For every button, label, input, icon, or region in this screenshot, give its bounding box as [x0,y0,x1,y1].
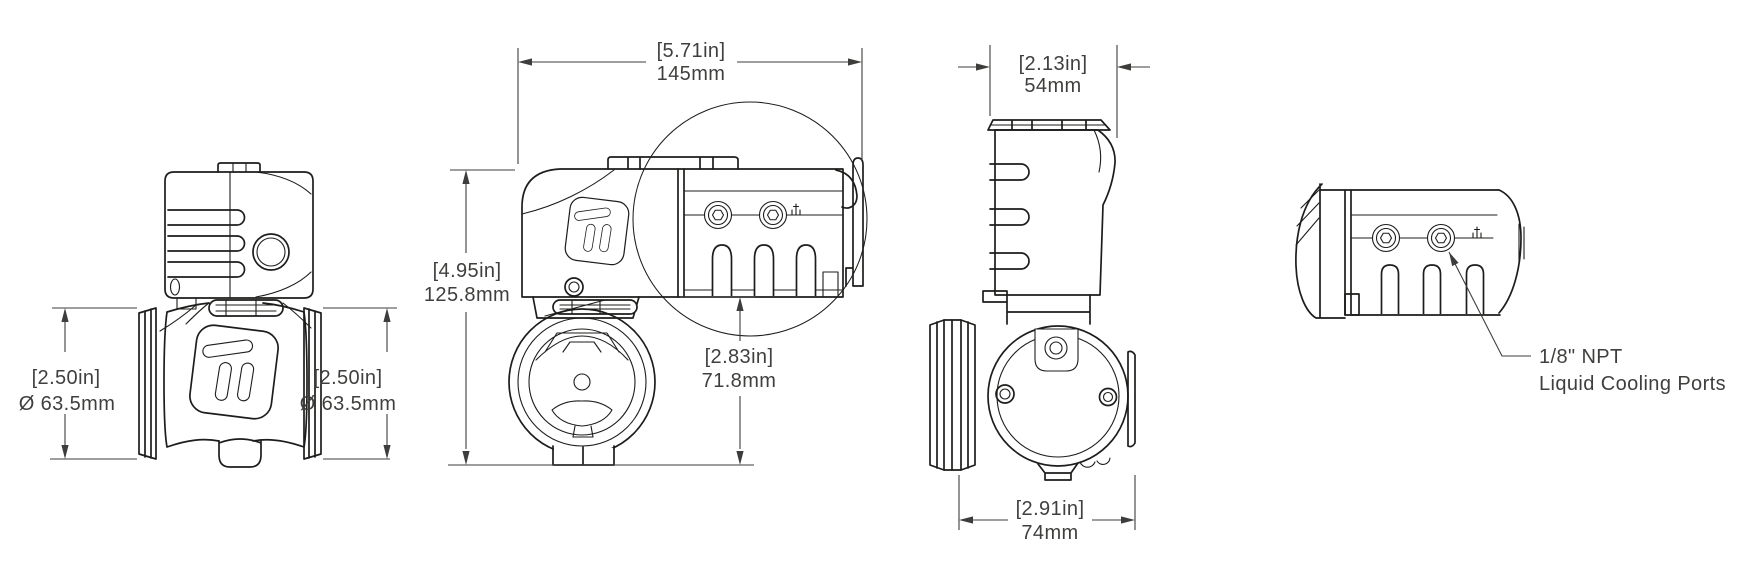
cap-face [1319,189,1501,316]
clamp-collar [208,299,284,317]
dim-text-inches: [2.13in] [1019,53,1088,75]
dim-text-metric: 74mm [1021,522,1078,544]
dim-arrow [462,170,470,184]
cooling-port-bolt [705,202,732,229]
rear-plate [1127,350,1136,448]
ts-logo-icon [563,195,631,267]
dim-arrow [736,297,744,311]
dim-arrow [383,445,391,459]
dim-arrow [959,516,973,524]
valve-body [163,302,308,448]
dim-arrow [518,58,532,66]
dim-arrow [1121,516,1135,524]
view-detail [1295,183,1525,319]
valve-internals [535,332,629,438]
actuator-ribs [167,209,246,278]
dim-arrow [61,445,69,459]
dim-side-left: [2.50in] Ø 63.5mm [19,307,137,460]
shaft-bracket [1034,328,1079,372]
dim-text-inches: [2.50in] [32,367,101,389]
dim-text-inches: [2.50in] [314,367,383,389]
bottom-fitting [1037,462,1079,481]
leader-line [1448,251,1531,357]
dim-text-metric: 125.8mm [424,284,510,306]
dim-profile-width: [2.13in] 54mm [958,45,1150,138]
actuator-housing-front [521,168,844,298]
clamp-flange-right [303,307,322,460]
cap-tab [795,244,817,296]
dim-profile-depth: [2.91in] 74mm [958,475,1136,544]
actuator-top-bracket [607,156,739,170]
dim-text-metric: 145mm [657,63,726,85]
dim-text-metric: Ø 63.5mm [300,393,397,415]
vacuum-port [252,233,290,271]
dim-arrow [848,58,862,66]
cap-tab [753,244,775,296]
dim-text-inches: [5.71in] [657,40,726,62]
housing-screw [169,278,181,296]
cap-tab [1465,264,1485,314]
callout-line2: Liquid Cooling Ports [1539,373,1726,395]
dim-text-metric: 71.8mm [702,370,777,392]
cap-tab [1380,264,1400,314]
cooling-port-bolt [760,202,787,229]
actuator-housing [164,171,314,299]
outlet-boss [218,438,262,468]
logo-stamp-icon [789,203,803,216]
cap-right-edge [1498,189,1522,314]
housing-bolt [995,384,1015,404]
housing-bolt [1098,387,1118,407]
ts-logo-icon [187,322,281,422]
dim-side-right: [2.50in] Ø 63.5mm [300,307,397,460]
dim-text-metric: Ø 63.5mm [19,393,116,415]
actuator-top-tab [217,162,261,173]
callout-liquid-cooling: 1/8" NPT Liquid Cooling Ports [1445,250,1726,395]
valve-body-front [508,308,656,456]
dim-text-inches: [2.91in] [1016,498,1085,520]
dim-arrow [61,308,69,322]
dim-arrow [976,63,990,71]
dim-text-inches: [4.95in] [433,260,502,282]
actuator-housing-profile [994,129,1116,296]
logo-stamp-icon [1470,226,1484,239]
dim-arrow [462,451,470,465]
leader-arrow [1445,250,1459,267]
view-side [138,162,322,468]
cap-tab [1422,264,1442,314]
cap-left-edge [1295,183,1346,319]
dim-arrow [1117,63,1131,71]
valve-outlet [552,445,615,466]
cooling-port-bolt [1373,225,1400,252]
cap-tab [711,244,733,296]
dim-front-valve-height: [2.83in] 71.8mm [680,296,777,465]
detail-circle [632,101,868,337]
rod-end-cap [835,157,864,287]
view-profile [929,119,1136,481]
dim-text-inches: [2.83in] [705,346,774,368]
cooling-port-bolt [1428,225,1455,252]
dim-arrow [383,308,391,322]
dim-front-width: [5.71in] 145mm [517,40,863,164]
dim-front-height: [4.95in] 125.8mm [424,169,754,466]
housing-screw [564,277,584,297]
actuator-ribs-profile [989,163,1030,270]
dim-text-metric: 54mm [1024,75,1081,97]
callout-line1: 1/8" NPT [1539,346,1623,368]
clamp-flange-left [138,307,157,460]
view-front [508,101,868,466]
dim-arrow [736,451,744,465]
